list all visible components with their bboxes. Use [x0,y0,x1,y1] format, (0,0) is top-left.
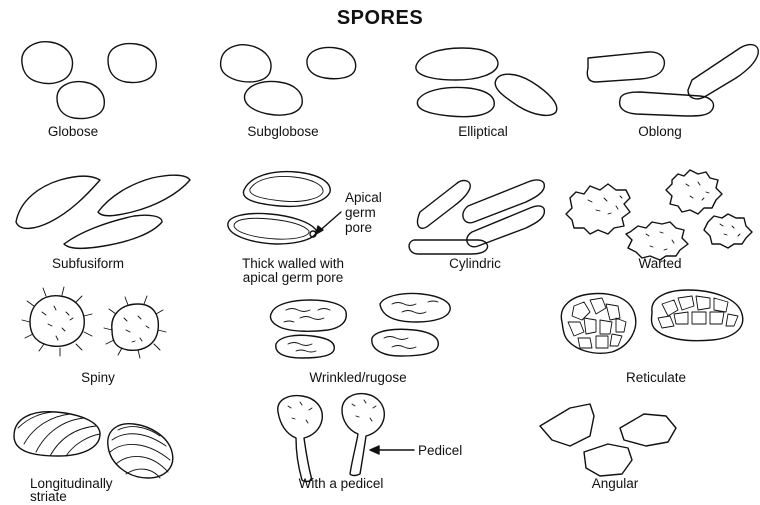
reticulate-spores [561,290,742,353]
striate-spores [14,412,173,478]
annotation-pedicel: Pedicel [418,443,462,459]
label-globose: Globose [18,124,128,140]
annotation-pore: pore [345,220,372,236]
label-thick-walled-2: apical germ pore [218,270,368,286]
label-cylindric: Cylindric [420,256,530,272]
germ-pore-arrowhead [316,226,323,234]
subfusiform-spores [16,175,190,248]
label-wrinkled: Wrinkled/rugose [278,370,438,386]
thick-walled-spores [228,172,330,244]
annotation-apical: Apical [345,190,382,206]
pedicel-arrowhead [370,446,379,454]
label-subglobose: Subglobose [218,124,348,140]
label-oblong: Oblong [610,124,710,140]
label-elliptical: Elliptical [428,124,538,140]
wrinkled-spores [270,293,450,358]
label-spiny: Spiny [48,370,148,386]
cylindric-spores [409,180,544,254]
angular-spores [540,404,676,476]
label-subfusiform: Subfusiform [28,256,148,272]
label-striate-2: striate [30,489,67,505]
oblong-spores [587,45,758,116]
elliptical-spores [416,48,557,117]
label-angular: Angular [560,476,670,492]
spiny-spores [22,287,166,358]
label-warted: Warted [600,256,720,272]
label-reticulate: Reticulate [596,370,716,386]
label-pedicel: With a pedicel [266,476,416,492]
warted-spores [566,170,752,260]
subglobose-spores [221,45,356,115]
annotation-germ: germ [345,205,376,221]
pedicel-spores [278,394,385,482]
globose-spores [22,42,156,119]
